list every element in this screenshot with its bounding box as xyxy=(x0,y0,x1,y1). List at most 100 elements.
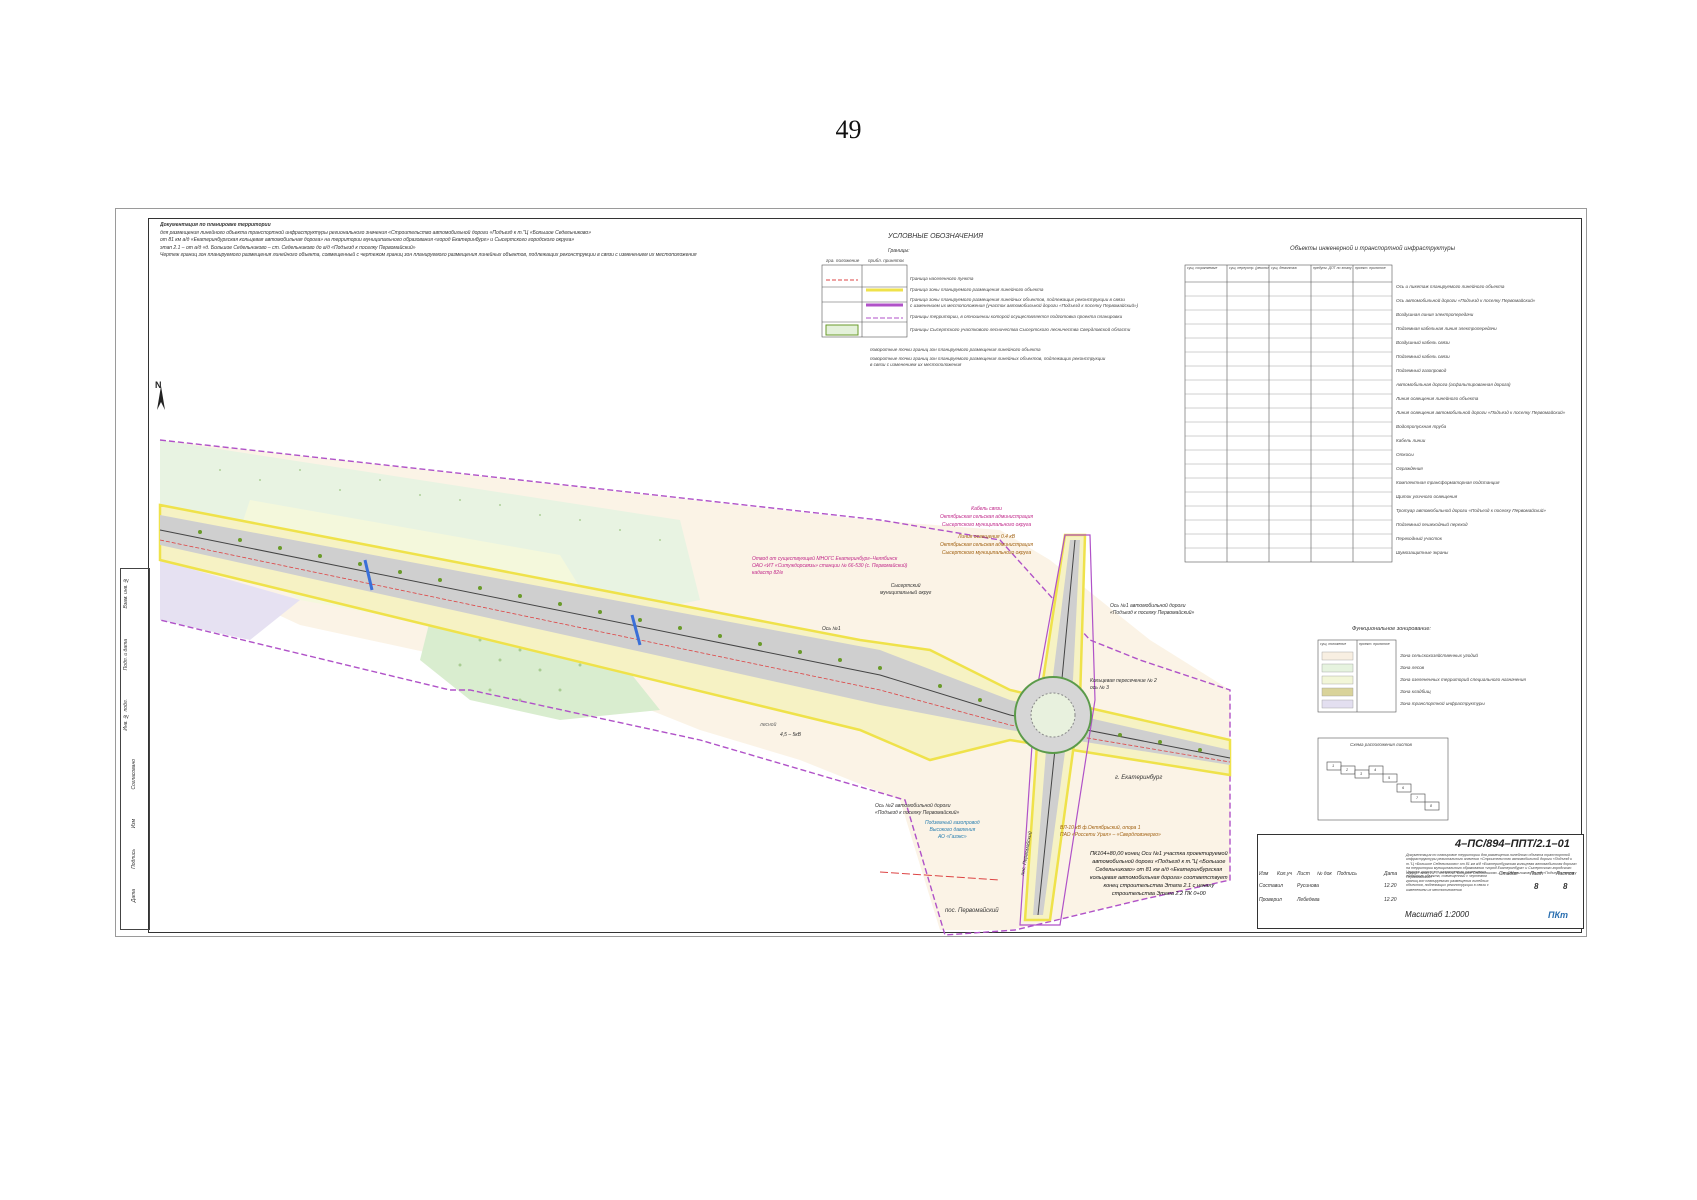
document-description: Документация по планировке территории дл… xyxy=(1406,853,1577,880)
legend-note: поворотные точки границ зон планируемого… xyxy=(870,356,1106,361)
infra-col-header: сущ. демонтаж xyxy=(1271,266,1297,270)
sheets-scheme-frame xyxy=(1317,737,1449,821)
zone-swatch-3 xyxy=(1321,675,1354,685)
sheet-number: 5 xyxy=(1388,775,1391,780)
label-axis1: Ось №1 xyxy=(822,626,841,632)
label-ring: Кольцевая пересечение № 2 ось № 3 xyxy=(1090,678,1157,692)
label-line: Сысертского муниципального округа xyxy=(941,550,1032,556)
label-vl10: ВЛ-10 кВ ф.Октябрьский, опора 1 ПАО «Рос… xyxy=(1060,825,1161,839)
side-stamp-label: Взам. инв. № xyxy=(123,577,129,609)
label-line: ПК104+80,00 конец Оси №1 участка проекти… xyxy=(1090,851,1228,857)
tb-header: Дата xyxy=(1384,871,1398,877)
infra-item: Подземный кабель связи xyxy=(1396,354,1450,359)
legend-notes: поворотные точки границ зон планируемого… xyxy=(870,347,1190,367)
header-line: этап 2.1 – от а/д «д. Большое Седельнико… xyxy=(160,244,416,251)
tb-header: № док xyxy=(1317,871,1332,877)
label-ekb: г. Екатеринбург xyxy=(1115,775,1163,781)
infra-item: Воздушная линия электропередачи xyxy=(1396,312,1474,317)
tb-header: Лист xyxy=(1297,871,1310,877)
infra-item: Линия освещения линейного объекта xyxy=(1396,396,1479,401)
infra-item: Шумозащитные экраны xyxy=(1396,550,1449,555)
legend-borders-title: Границы: xyxy=(888,248,910,254)
label-kv: 4,5 – 5кВ xyxy=(780,732,801,738)
sheet-number: 3 xyxy=(1360,771,1363,776)
sheet-value: 8 xyxy=(1534,882,1539,891)
sheet-label: Лист xyxy=(1530,871,1543,877)
label-gas: Подземный газопровод Высокого давления А… xyxy=(925,820,980,841)
label-forest: лесной xyxy=(760,722,777,728)
sheet-number: 8 xyxy=(1430,803,1433,808)
zoning-col-header: проект. принятое xyxy=(1359,642,1390,646)
label-line: муниципальный округ xyxy=(880,590,932,596)
sheets-scheme-cells xyxy=(1326,761,1440,811)
legend-note: поворотные точки границ зон планируемого… xyxy=(870,347,1041,352)
infra-item: Тротуар автомобильной дороги «Подъезд к … xyxy=(1396,508,1546,513)
checked-date: 12.20 xyxy=(1384,897,1397,903)
infra-item: Ось автомобильной дороги «Подъезд к посе… xyxy=(1396,298,1536,303)
label-line: Ось №1 автомобильной дороги xyxy=(1110,603,1186,609)
label-line: Октябрьская сельская администрация xyxy=(940,542,1034,548)
zone-swatch-2 xyxy=(1321,663,1354,673)
infra-item: Переходный участок xyxy=(1396,536,1442,541)
infra-legend-items: Ось и пикетаж планируемого линейного объ… xyxy=(1396,284,1571,564)
side-stamp: Взам. инв. № Подп. и дата Инв. № подл. С… xyxy=(120,568,150,930)
label-line: Линия освещения 0.4 кВ xyxy=(958,534,1016,540)
lighting-poles xyxy=(198,530,1202,752)
document-code: 4–ПС/894–ППТ/2.1–01 xyxy=(1455,838,1570,850)
label-line: Кольцевая пересечение № 2 xyxy=(1090,678,1157,684)
infra-item: Комплектная трансформаторная подстанция xyxy=(1396,480,1500,485)
infra-item: Подземный пешеходный переход xyxy=(1396,522,1468,527)
zoning-legend-table xyxy=(1317,639,1397,713)
label-line: «Подъезд к поселку Первомайский» xyxy=(875,810,960,816)
side-stamp-label: Дата xyxy=(131,889,137,903)
infra-col-header: сущ. сохраняемые xyxy=(1187,266,1218,270)
sheets-scheme-title: Схема расположения листов xyxy=(1350,742,1412,747)
label-line: ПАО «Россети Урал» – «Свердловэнерго» xyxy=(1060,832,1161,838)
label-line: кольцевая автомобильная дорога» соответс… xyxy=(1090,875,1228,881)
composed-role: Составил xyxy=(1259,883,1283,889)
label-comm-cable: Кабель связи Октябрьская сельская админи… xyxy=(940,505,1033,529)
zoning-col-header: сущ. положение xyxy=(1320,642,1347,646)
sheet-number: 4 xyxy=(1374,767,1377,772)
stage-label: Стадия xyxy=(1499,871,1518,877)
side-stamp-label: Согласовано xyxy=(131,759,137,790)
infra-item: Подземный газопровод xyxy=(1396,368,1447,373)
infra-col-header: сущ. переустр. (реконстр.) xyxy=(1229,266,1269,270)
drawing-frame xyxy=(148,218,1582,933)
legend-item: Граница населенного пункта xyxy=(910,276,974,281)
infra-item: Ось и пикетаж планируемого линейного объ… xyxy=(1396,284,1505,289)
infra-item: Откосы xyxy=(1396,452,1414,457)
label-line: Высокого давления xyxy=(929,827,976,833)
header-line: для размещения линейного объекта транспо… xyxy=(160,229,591,236)
label-line: автомобильной дороги «Подъезд к т."Ц «Бо… xyxy=(1092,859,1226,865)
sheet-description: Чертеж границ зон планируемого размещени… xyxy=(1406,870,1489,892)
label-line: Сысертский xyxy=(890,583,921,589)
legend-item: Граница зоны планируемого размещения лин… xyxy=(910,287,1044,292)
legend-swatch-forestry xyxy=(825,324,859,336)
label-line: Кабель связи xyxy=(971,506,1002,512)
sheets-label: Листов xyxy=(1556,871,1575,877)
sheet-number: 2 xyxy=(1346,767,1349,772)
infra-item: Подземная кабельная линия электропередач… xyxy=(1396,326,1497,331)
label-line: конец строительства Этапа 2.1 с началу xyxy=(1103,883,1215,889)
sheet-number: 7 xyxy=(1416,795,1419,800)
road-edge-red xyxy=(159,539,1231,763)
label-line: Ось №2 автомобильной дороги xyxy=(875,803,951,809)
header-line: от 81 км а/д «Екатеринбургская кольцевая… xyxy=(160,237,575,243)
zoning-item: Зона кладбищ xyxy=(1400,689,1431,694)
label-axis2-road: Ось №2 автомобильной дороги «Подъезд к п… xyxy=(875,803,959,817)
infra-legend-table xyxy=(1184,264,1393,563)
label-branch: Отвод от существующей МНОГС Екатеринбург… xyxy=(752,556,907,577)
label-line: Отвод от существующей МНОГС Екатеринбург… xyxy=(752,556,898,562)
zoning-item: Зона сельскохозяйственных угодий xyxy=(1400,653,1478,658)
label-pervomaysky: пос. Первомайский xyxy=(945,908,999,914)
roundabout-island xyxy=(1030,692,1076,738)
zone-swatch-1 xyxy=(1321,651,1354,661)
infra-col-header: проект. принятое xyxy=(1355,266,1386,270)
culvert-2 xyxy=(630,614,642,646)
document-header: Документация по планировке территории дл… xyxy=(160,222,800,260)
legend-note: в связи с изменением их местоположения xyxy=(870,362,962,367)
label-light-line: Линия освещения 0.4 кВ Октябрьская сельс… xyxy=(940,533,1033,557)
zoning-item: Зона транспортной инфраструктуры xyxy=(1400,701,1485,706)
